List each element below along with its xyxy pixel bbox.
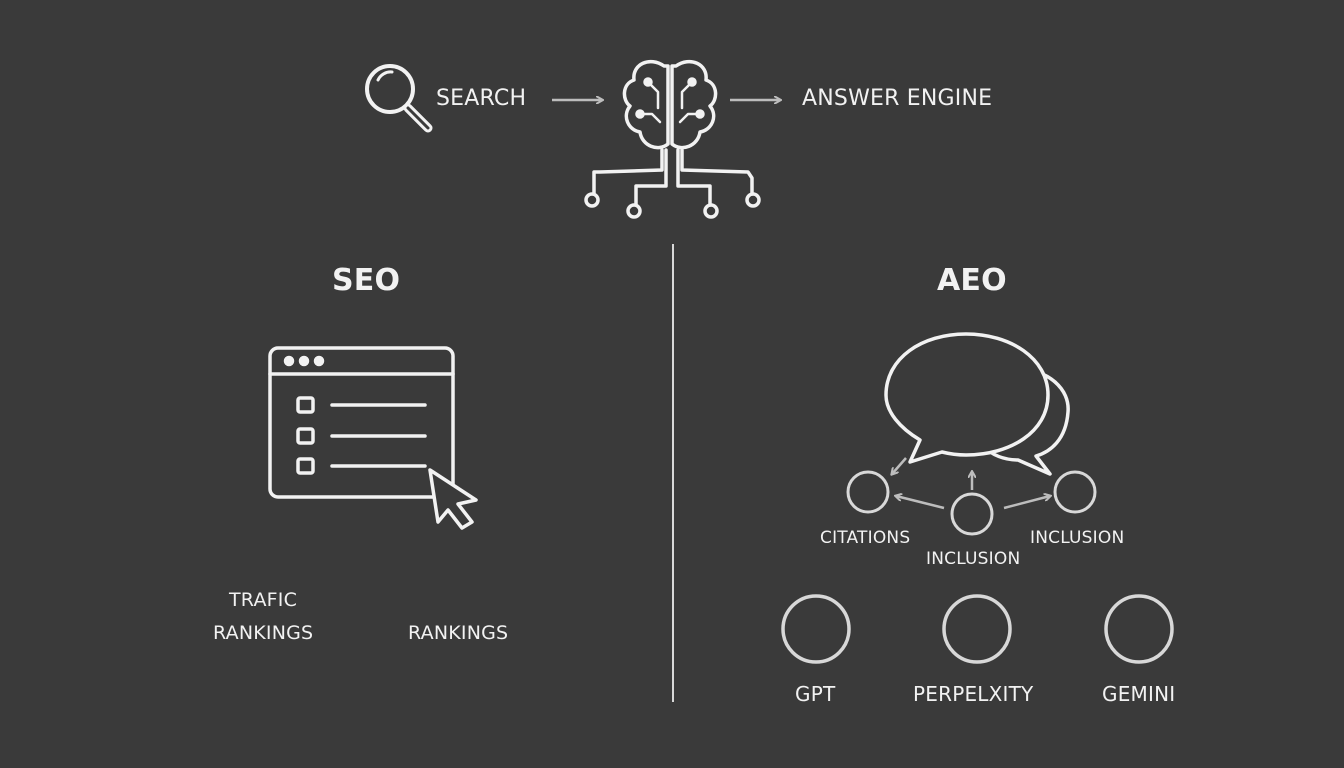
engine-label-perplexity: PERPELXITY (913, 682, 1034, 706)
aeo-title: AEO (937, 263, 1007, 298)
node-citations (846, 470, 890, 514)
engine-circle-gemini (1104, 594, 1174, 664)
cursor-icon (428, 468, 478, 530)
chat-bubbles-icon (884, 332, 1070, 476)
engine-circle-gpt (781, 594, 851, 664)
aeo-signal-inclusion-center: INCLUSION (926, 549, 1021, 569)
arrow-center-to-inclusion (1003, 496, 1050, 510)
arrow-bubble-to-citations (892, 457, 907, 474)
magnifier-icon (365, 64, 433, 133)
engine-circles (781, 594, 1174, 664)
browser-window-icon (268, 346, 455, 499)
citation-network (846, 457, 1097, 536)
node-inclusion-right (1053, 470, 1097, 514)
engine-label-gemini: GEMINI (1102, 682, 1176, 706)
brain-icon (584, 59, 761, 219)
answer-engine-label: ANSWER ENGINE (802, 86, 993, 111)
search-label: SEARCH (436, 86, 527, 111)
seo-metric-rankings-right: RANKINGS (408, 622, 509, 644)
engine-circle-perplexity (942, 594, 1012, 664)
arrow-center-to-citations (896, 496, 945, 510)
seo-metric-traffic: TRAFIC (229, 589, 298, 611)
seo-title: SEO (332, 263, 401, 298)
engine-label-gpt: GPT (795, 682, 836, 706)
seo-metric-rankings-left: RANKINGS (213, 622, 314, 644)
aeo-signal-citations: CITATIONS (820, 528, 911, 548)
node-inclusion-center (950, 492, 994, 536)
aeo-signal-inclusion-right: INCLUSION (1030, 528, 1125, 548)
